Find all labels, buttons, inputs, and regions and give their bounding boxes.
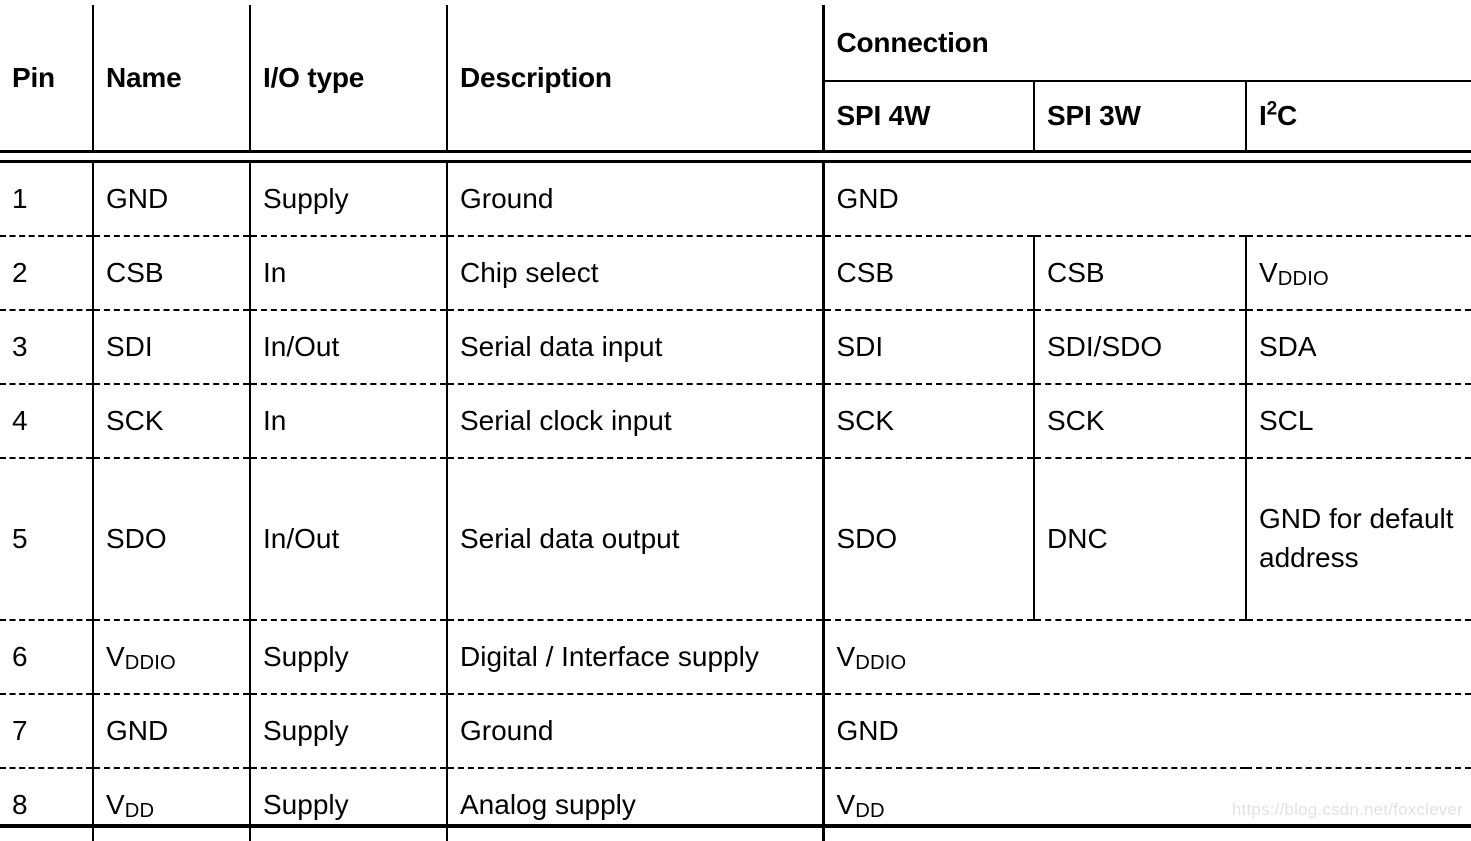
cell-io-type: In bbox=[250, 384, 447, 458]
column-header-pin: Pin bbox=[0, 5, 93, 152]
voltage-subscript: DDIO bbox=[1278, 268, 1329, 290]
voltage-symbol: V bbox=[837, 641, 856, 672]
cell-name: GND bbox=[93, 694, 250, 768]
header-rule-cell bbox=[0, 152, 1471, 162]
cell-description: Chip select bbox=[447, 236, 823, 310]
voltage-symbol: V bbox=[106, 641, 125, 672]
table-bottom-rule bbox=[0, 824, 1471, 828]
table-row: 1 GND Supply Ground GND bbox=[0, 162, 1471, 237]
cell-io-type: In/Out bbox=[250, 310, 447, 384]
i2c-superscript: 2 bbox=[1267, 99, 1277, 120]
cell-pin: 1 bbox=[0, 162, 93, 237]
cell-spi-3w: CSB bbox=[1034, 236, 1246, 310]
i2c-prefix: I bbox=[1259, 100, 1267, 131]
cell-pin: 8 bbox=[0, 768, 93, 841]
cell-i2c: SDA bbox=[1246, 310, 1471, 384]
cell-pin: 4 bbox=[0, 384, 93, 458]
cell-spi-4w: SDO bbox=[823, 458, 1034, 620]
cell-connection-all: GND bbox=[823, 694, 1471, 768]
cell-io-type: Supply bbox=[250, 768, 447, 841]
column-header-name: Name bbox=[93, 5, 250, 152]
cell-name: SCK bbox=[93, 384, 250, 458]
cell-io-type: In/Out bbox=[250, 458, 447, 620]
cell-i2c-text: GND for default address bbox=[1259, 500, 1459, 577]
header-row-top: Pin Name I/O type Description Connection bbox=[0, 5, 1471, 81]
pin-description-table: Pin Name I/O type Description Connection… bbox=[0, 5, 1471, 841]
cell-spi-4w: SCK bbox=[823, 384, 1034, 458]
cell-name: CSB bbox=[93, 236, 250, 310]
cell-name: SDO bbox=[93, 458, 250, 620]
cell-pin: 2 bbox=[0, 236, 93, 310]
cell-pin: 6 bbox=[0, 620, 93, 694]
cell-connection-all: VDDIO bbox=[823, 620, 1471, 694]
voltage-symbol: V bbox=[1259, 257, 1278, 288]
cell-spi-3w: SDI/SDO bbox=[1034, 310, 1246, 384]
cell-i2c: GND for default address bbox=[1246, 458, 1471, 620]
table-row: 5 SDO In/Out Serial data output SDO DNC … bbox=[0, 458, 1471, 620]
cell-pin: 3 bbox=[0, 310, 93, 384]
header-bottom-rule bbox=[0, 152, 1471, 162]
cell-io-type: Supply bbox=[250, 162, 447, 237]
voltage-symbol: V bbox=[837, 789, 856, 820]
cell-io-type: Supply bbox=[250, 694, 447, 768]
cell-io-type: Supply bbox=[250, 620, 447, 694]
cell-connection-all: VDD bbox=[823, 768, 1471, 841]
cell-description: Serial data input bbox=[447, 310, 823, 384]
cell-description: Analog supply bbox=[447, 768, 823, 841]
cell-spi-4w: CSB bbox=[823, 236, 1034, 310]
table-row: 6 VDDIO Supply Digital / Interface suppl… bbox=[0, 620, 1471, 694]
cell-description: Digital / Interface supply bbox=[447, 620, 823, 694]
voltage-symbol: V bbox=[106, 789, 125, 820]
cell-spi-3w: DNC bbox=[1034, 458, 1246, 620]
table-header: Pin Name I/O type Description Connection… bbox=[0, 5, 1471, 162]
cell-io-type: In bbox=[250, 236, 447, 310]
table-row: 8 VDD Supply Analog supply VDD bbox=[0, 768, 1471, 841]
cell-i2c: VDDIO bbox=[1246, 236, 1471, 310]
cell-name: GND bbox=[93, 162, 250, 237]
column-header-i2c: I2C bbox=[1246, 81, 1471, 152]
column-header-description: Description bbox=[447, 5, 823, 152]
table-body: 1 GND Supply Ground GND 2 CSB In Chip se… bbox=[0, 162, 1471, 841]
column-header-connection-group: Connection bbox=[823, 5, 1471, 81]
cell-pin: 5 bbox=[0, 458, 93, 620]
column-header-spi-3w: SPI 3W bbox=[1034, 81, 1246, 152]
table-row: 3 SDI In/Out Serial data input SDI SDI/S… bbox=[0, 310, 1471, 384]
table-row: 7 GND Supply Ground GND bbox=[0, 694, 1471, 768]
cell-description: Serial clock input bbox=[447, 384, 823, 458]
cell-i2c: SCL bbox=[1246, 384, 1471, 458]
voltage-subscript: DD bbox=[125, 800, 155, 822]
table-row: 4 SCK In Serial clock input SCK SCK SCL bbox=[0, 384, 1471, 458]
cell-description: Serial data output bbox=[447, 458, 823, 620]
cell-pin: 7 bbox=[0, 694, 93, 768]
voltage-subscript: DDIO bbox=[855, 652, 906, 674]
column-header-io-type: I/O type bbox=[250, 5, 447, 152]
cell-name: SDI bbox=[93, 310, 250, 384]
table-row: 2 CSB In Chip select CSB CSB VDDIO bbox=[0, 236, 1471, 310]
cell-name: VDDIO bbox=[93, 620, 250, 694]
voltage-subscript: DD bbox=[855, 800, 885, 822]
cell-description: Ground bbox=[447, 162, 823, 237]
cell-name: VDD bbox=[93, 768, 250, 841]
i2c-suffix: C bbox=[1277, 100, 1297, 131]
cell-spi-4w: SDI bbox=[823, 310, 1034, 384]
voltage-subscript: DDIO bbox=[125, 652, 176, 674]
column-header-spi-4w: SPI 4W bbox=[823, 81, 1034, 152]
cell-spi-3w: SCK bbox=[1034, 384, 1246, 458]
cell-connection-all: GND bbox=[823, 162, 1471, 237]
cell-description: Ground bbox=[447, 694, 823, 768]
